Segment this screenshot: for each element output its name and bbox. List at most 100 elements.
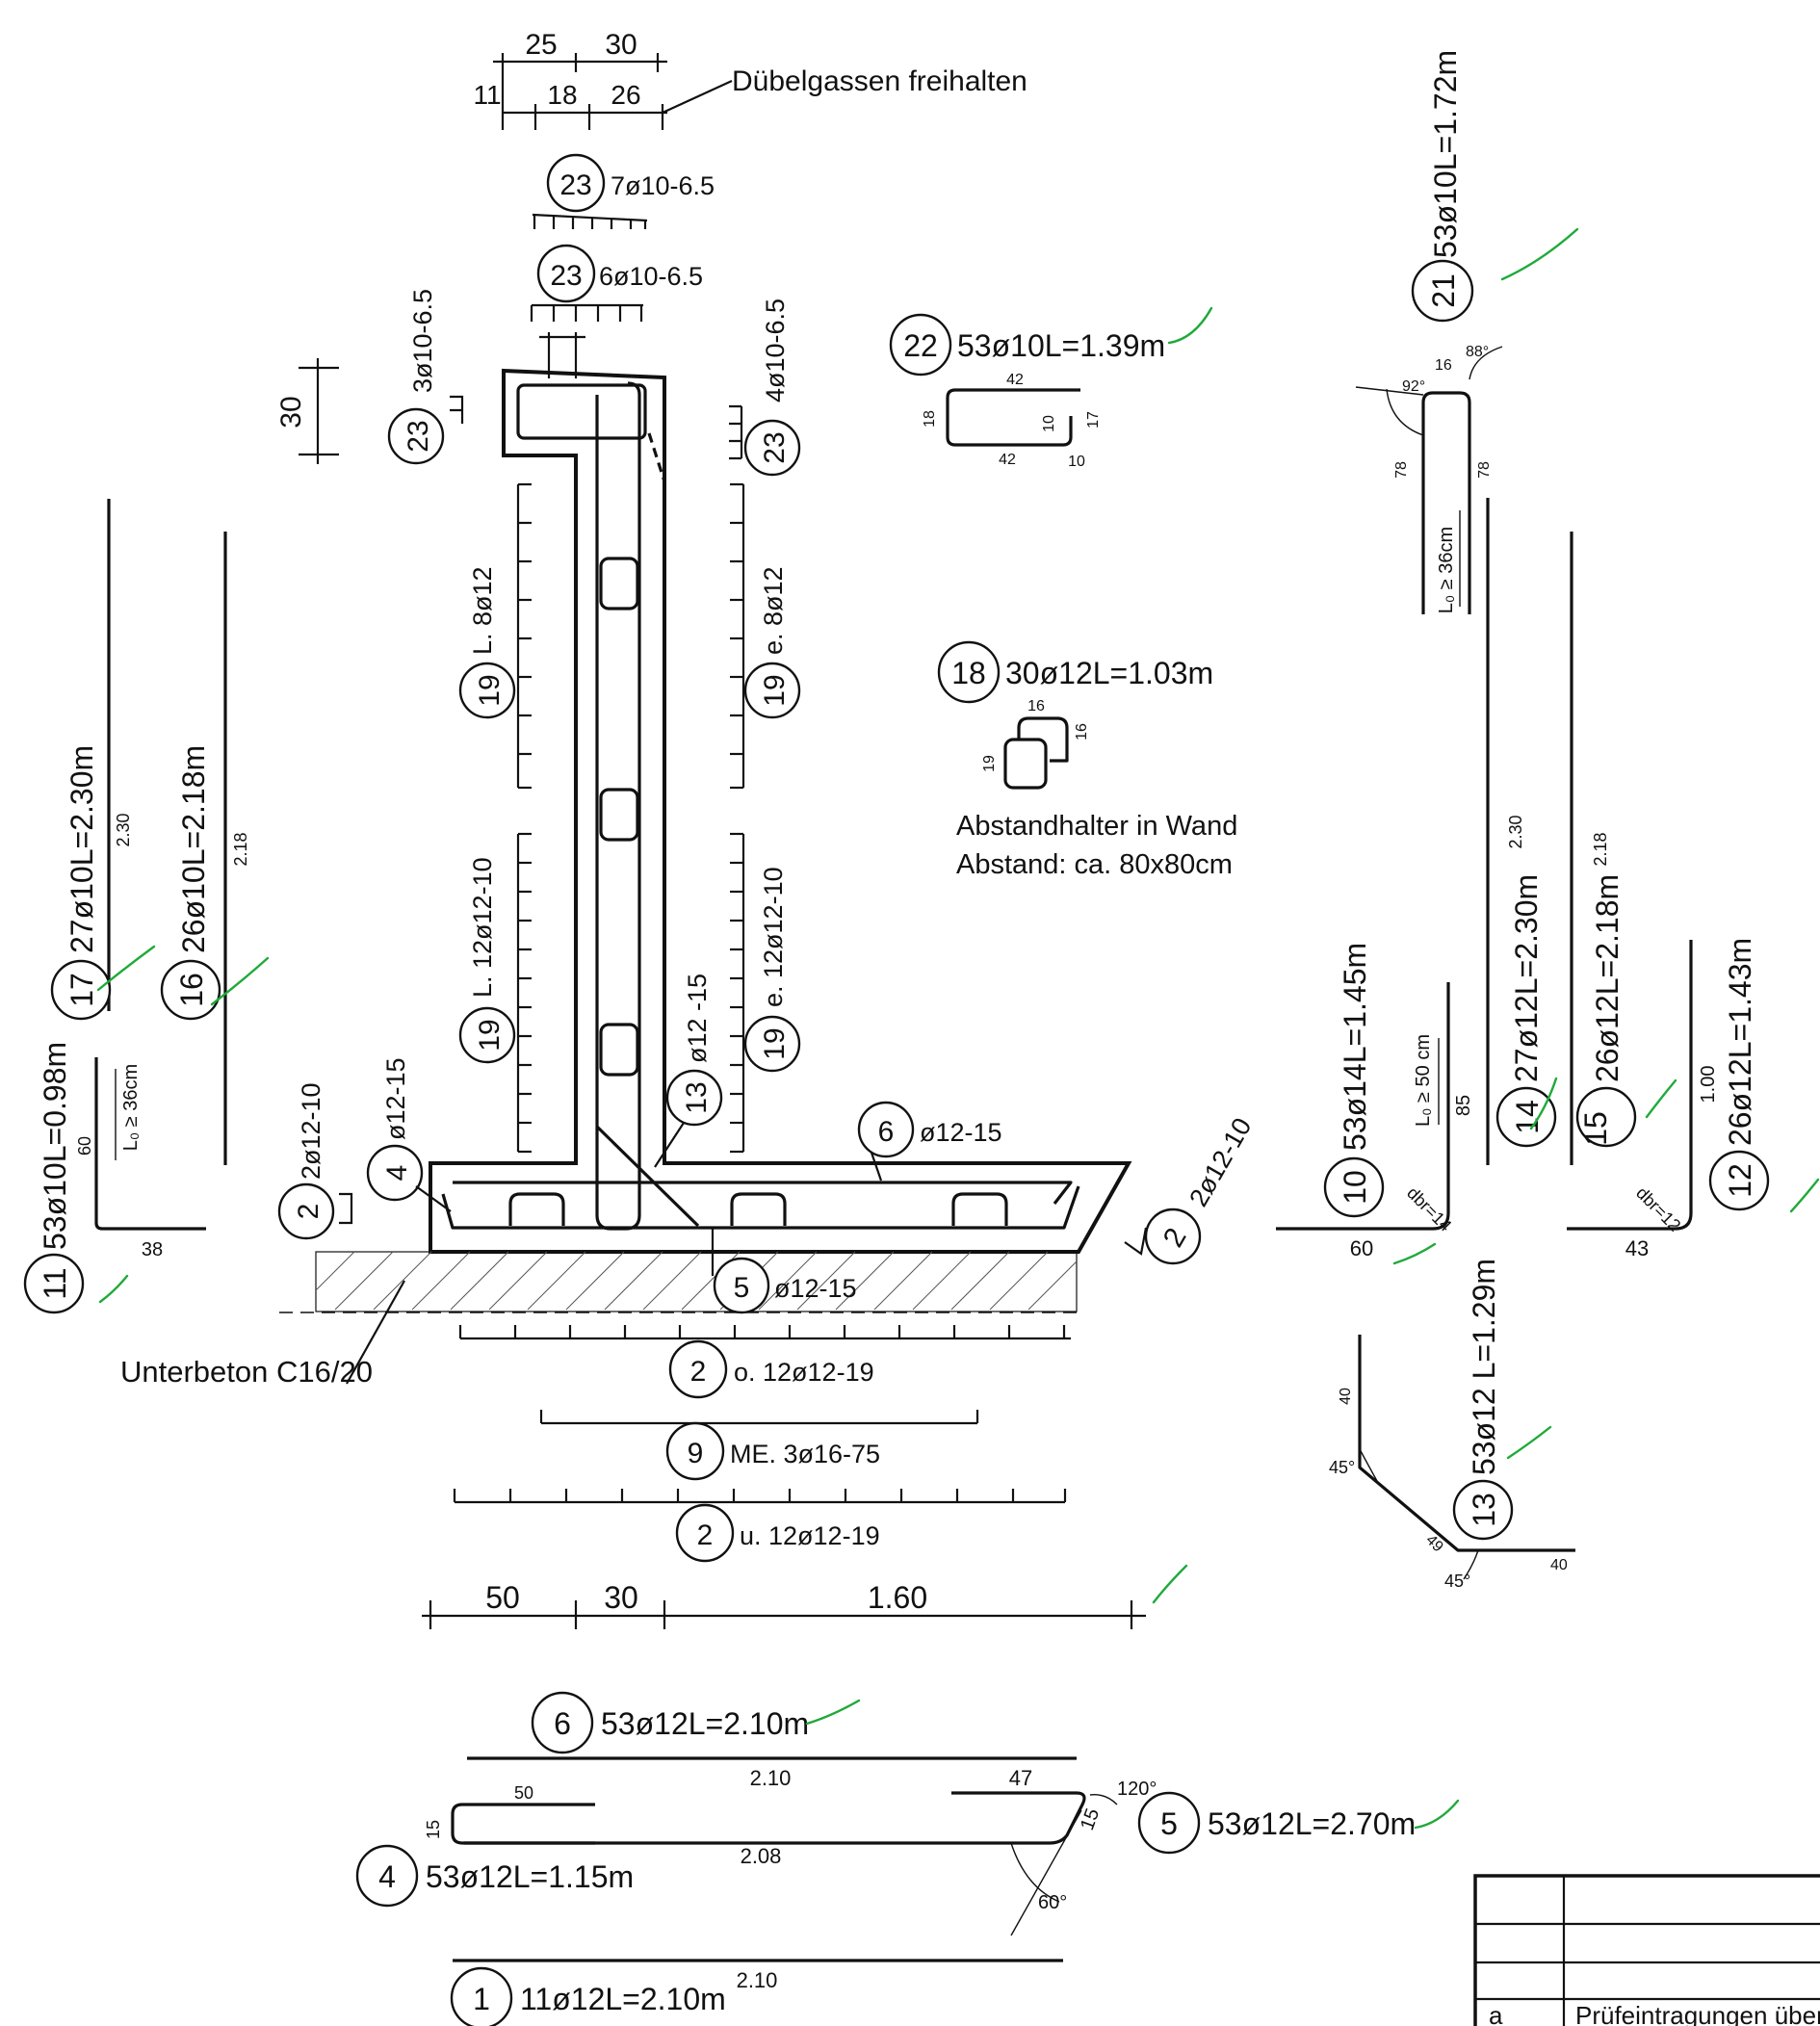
- bottom-dimension-chain: 50 30 1.60: [422, 1580, 1146, 1629]
- svg-text:4ø10-6.5: 4ø10-6.5: [761, 299, 790, 403]
- svg-text:ME. 3ø16-75: ME. 3ø16-75: [730, 1440, 880, 1468]
- svg-text:16: 16: [1027, 698, 1045, 714]
- dim-50: 50: [485, 1580, 520, 1615]
- svg-text:17: 17: [65, 973, 99, 1007]
- svg-text:26ø10L=2.18m: 26ø10L=2.18m: [176, 745, 211, 953]
- svg-text:13: 13: [1467, 1493, 1501, 1527]
- svg-text:53ø10L=1.72m: 53ø10L=1.72m: [1428, 50, 1463, 258]
- check-mark-10: [1392, 1242, 1437, 1265]
- check-mark-14: [1529, 1077, 1558, 1130]
- svg-text:47: 47: [1009, 1766, 1032, 1790]
- svg-text:53ø10L=0.98m: 53ø10L=0.98m: [38, 1042, 72, 1250]
- svg-text:6: 6: [554, 1706, 571, 1741]
- svg-text:2.30: 2.30: [1506, 815, 1525, 848]
- table-row-a-text: Prüfeintragungen über: [1575, 2001, 1820, 2026]
- svg-text:53ø12L=1.15m: 53ø12L=1.15m: [426, 1859, 634, 1894]
- abstand-note-2: Abstand: ca. 80x80cm: [956, 849, 1233, 880]
- svg-text:L. 8ø12: L. 8ø12: [468, 566, 497, 655]
- check-mark-11: [98, 1274, 129, 1304]
- svg-text:e. 12ø12-10: e. 12ø12-10: [759, 867, 788, 1007]
- svg-text:49: 49: [1422, 1532, 1446, 1556]
- svg-text:5: 5: [1160, 1806, 1178, 1841]
- svg-text:15: 15: [424, 1820, 443, 1839]
- svg-text:2.08: 2.08: [741, 1844, 782, 1868]
- svg-text:50: 50: [514, 1783, 533, 1803]
- svg-text:18: 18: [951, 656, 986, 690]
- dim-25: 25: [525, 29, 557, 61]
- svg-text:L₀ ≥ 36cm: L₀ ≥ 36cm: [120, 1064, 142, 1151]
- slab-distribution: 2 o. 12ø12-19 9 ME. 3ø16-75 2 u. 12ø12-1…: [453, 1325, 1071, 1563]
- svg-text:38: 38: [142, 1239, 163, 1260]
- svg-text:13: 13: [681, 1081, 713, 1113]
- dim-18: 18: [547, 80, 577, 110]
- svg-text:23: 23: [759, 431, 791, 463]
- bar-18: 18 30ø12L=1.03m 16 16 19 Abstandhalter i…: [937, 640, 1237, 880]
- svg-text:22: 22: [903, 328, 938, 363]
- svg-text:16: 16: [1074, 723, 1090, 740]
- svg-text:1: 1: [473, 1982, 490, 2016]
- svg-text:11ø12L=2.10m: 11ø12L=2.10m: [520, 1982, 726, 2016]
- bars-right-straight: 2.30 2.18 14 27ø12L=2.30m 15 26ø12L=2.18…: [1276, 498, 1770, 1260]
- wall-marks: 23 3ø10-6.5 23 4ø10-6.5 19 L. 8ø12 19 e.…: [277, 289, 1257, 1314]
- check-mark-17: [96, 945, 156, 992]
- svg-text:27ø10L=2.30m: 27ø10L=2.30m: [65, 745, 99, 953]
- svg-text:53ø12L=2.70m: 53ø12L=2.70m: [1208, 1806, 1416, 1841]
- svg-text:19: 19: [759, 1027, 791, 1059]
- lean-concrete-hatch: [315, 1251, 1078, 1311]
- svg-text:16: 16: [1435, 357, 1452, 374]
- svg-text:ø12-15: ø12-15: [920, 1118, 1002, 1147]
- svg-text:L₀ ≥ 36cm: L₀ ≥ 36cm: [1436, 527, 1457, 613]
- svg-text:78: 78: [1476, 461, 1493, 479]
- svg-text:19: 19: [981, 755, 998, 772]
- revision-table: a Prüfeintragungen über: [1473, 1874, 1820, 2026]
- svg-text:18: 18: [922, 410, 938, 428]
- svg-text:40: 40: [1338, 1388, 1354, 1405]
- check-mark-21: [1500, 227, 1579, 281]
- svg-text:23: 23: [403, 420, 434, 452]
- svg-text:92°: 92°: [1402, 378, 1425, 395]
- svg-text:2: 2: [293, 1204, 325, 1220]
- svg-text:2ø12-10: 2ø12-10: [1183, 1113, 1257, 1211]
- svg-text:19: 19: [474, 674, 506, 706]
- svg-text:53ø10L=1.39m: 53ø10L=1.39m: [957, 328, 1165, 363]
- svg-text:10: 10: [1338, 1170, 1372, 1205]
- dim-30b: 30: [604, 1580, 638, 1615]
- bars-bottom: 6 53ø12L=2.10m 2.10 47 15 120° 60° 5 53ø…: [355, 1691, 1416, 2026]
- svg-text:4: 4: [378, 1859, 396, 1894]
- svg-text:53ø14L=1.45m: 53ø14L=1.45m: [1338, 943, 1372, 1151]
- dim-160: 1.60: [868, 1580, 927, 1615]
- svg-text:ø12-15: ø12-15: [774, 1274, 857, 1303]
- bars-left-straight: 2.30 2.18 17 27ø10L=2.30m 16 26ø10L=2.18…: [23, 499, 250, 1314]
- svg-text:60: 60: [1350, 1236, 1373, 1260]
- check-marks: [96, 227, 1820, 1830]
- svg-text:L₀ ≥ 50 cm: L₀ ≥ 50 cm: [1413, 1034, 1434, 1127]
- distribution-bars: [450, 395, 745, 1154]
- svg-text:19: 19: [759, 674, 791, 706]
- svg-text:5: 5: [734, 1272, 750, 1304]
- dim-30-vertical: 30: [275, 358, 339, 464]
- svg-text:ø12 -15: ø12 -15: [683, 974, 712, 1063]
- check-mark-6: [805, 1699, 861, 1726]
- table-row-a: a: [1489, 2001, 1503, 2026]
- svg-text:26ø12L=2.18m: 26ø12L=2.18m: [1590, 874, 1625, 1082]
- svg-text:16: 16: [174, 973, 209, 1007]
- bar-21: 21 53ø10L=1.72m 92° 88° 16 78 78 L₀ ≥ 36…: [1355, 50, 1503, 614]
- svg-text:30ø12L=1.03m: 30ø12L=1.03m: [1005, 656, 1213, 690]
- svg-text:2.18: 2.18: [1591, 832, 1610, 866]
- bar-22: 22 53ø10L=1.39m 42 18 42 10 17 10: [889, 313, 1165, 470]
- svg-text:42: 42: [1006, 372, 1024, 388]
- svg-text:43: 43: [1625, 1236, 1649, 1260]
- svg-text:53ø12 L=1.29m: 53ø12 L=1.29m: [1467, 1259, 1501, 1475]
- svg-text:2: 2: [690, 1356, 707, 1388]
- svg-text:19: 19: [474, 1019, 506, 1051]
- svg-text:12: 12: [1723, 1163, 1757, 1198]
- svg-text:10: 10: [1041, 415, 1057, 432]
- svg-text:23: 23: [559, 169, 591, 201]
- svg-text:ø12-15: ø12-15: [381, 1057, 410, 1140]
- svg-text:9: 9: [688, 1438, 704, 1469]
- abstand-note-1: Abstandhalter in Wand: [956, 811, 1237, 842]
- check-mark-22: [1167, 306, 1213, 345]
- svg-text:2.10: 2.10: [737, 1968, 778, 1992]
- svg-text:42: 42: [999, 452, 1016, 468]
